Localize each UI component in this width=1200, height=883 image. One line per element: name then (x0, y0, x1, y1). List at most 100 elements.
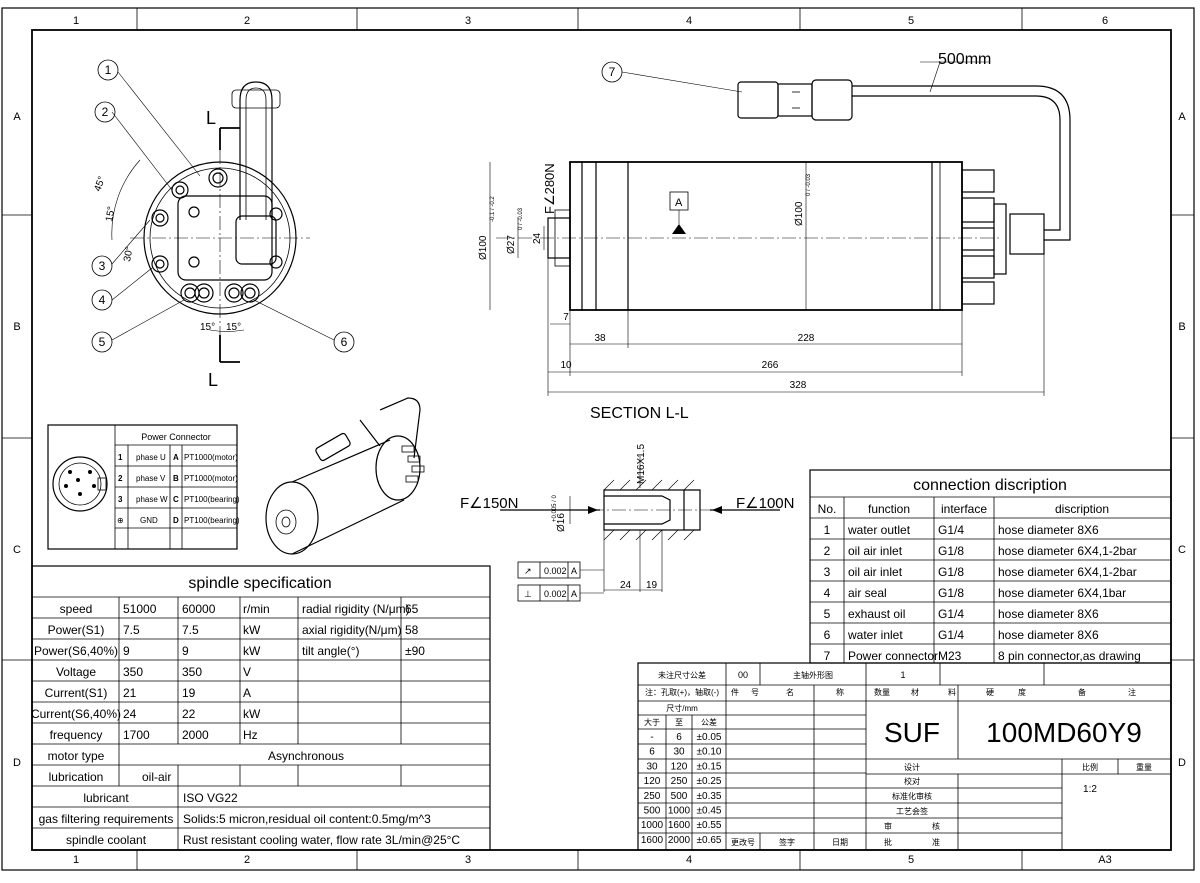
zone-col-2-bottom: 2 (244, 854, 250, 866)
spec-value-1: 21 (123, 686, 137, 700)
spec-unit: kW (243, 623, 261, 637)
dia-27: Ø27 (506, 235, 517, 254)
untol-value: 00 (738, 670, 748, 680)
spec-value-2: 19 (182, 686, 196, 700)
dia-front: Ø100 (478, 235, 489, 260)
conn-no: 7 (824, 649, 831, 663)
note-label: 注：孔取(+)，轴取(-) (645, 687, 719, 697)
conn-description: hose diameter 6X4,1-2bar (998, 565, 1137, 579)
pc-num-1: 1 (118, 453, 123, 462)
pc-letter-2: B (173, 474, 179, 483)
conn-header-no: No. (818, 502, 837, 516)
tol-value: ±0.15 (697, 761, 722, 772)
pc-sensor-2: PT1000(motor) (184, 474, 238, 483)
spec-label: Power(S1) (48, 623, 105, 637)
spec-unit: kW (243, 707, 261, 721)
conn-no: 3 (824, 565, 831, 579)
conn-description: hose diameter 6X4,1-2bar (998, 544, 1137, 558)
col-number: 号 (751, 688, 759, 697)
tol-2-value: 0.002 (544, 589, 567, 599)
col-name: 名 (786, 687, 794, 697)
zone-row-d-left: D (13, 757, 21, 769)
spec-unit: kW (243, 644, 261, 658)
col-qty: 数量 (874, 687, 890, 697)
conn-description: hose diameter 8X6 (998, 523, 1099, 537)
conn-interface: G1/4 (938, 628, 964, 642)
signature: 签字 (779, 837, 795, 847)
zone-col-3-bottom: 3 (465, 854, 471, 866)
conn-header-description: discription (1055, 502, 1109, 516)
pc-name-2: phase V (136, 474, 166, 483)
tol-to: 30 (673, 747, 685, 758)
scale-value: 1:2 (1083, 784, 1097, 795)
len-266: 266 (762, 360, 779, 371)
spec-label: Current(S1) (45, 686, 108, 700)
lubrication-label: lubrication (49, 770, 104, 784)
coolant-label: spindle coolant (66, 833, 147, 847)
callout-6: 6 (341, 335, 348, 349)
tol-value: ±0.35 (697, 791, 722, 802)
conn-description: 8 pin connector,as drawing (998, 649, 1141, 663)
tol-1-value: 0.002 (544, 566, 567, 576)
untol-label: 未注尺寸公差 (658, 670, 706, 680)
tol-over: 1000 (641, 820, 664, 831)
shaft-len-19: 19 (646, 580, 658, 591)
spec-value-2: 60000 (182, 602, 216, 616)
conn-interface: G1/4 (938, 607, 964, 621)
spec-unit: A (243, 686, 251, 700)
sheet-size: A3 (1098, 854, 1111, 866)
col-material2: 料 (948, 687, 956, 697)
col-name2: 称 (836, 687, 844, 697)
tol-over: 1600 (641, 835, 664, 846)
pc-sensor-4: PT100(bearing) (184, 516, 240, 525)
power-connector-title: Power Connector (141, 432, 211, 442)
zone-row-b-right: B (1178, 321, 1185, 333)
zone-col-1-bottom: 1 (73, 854, 79, 866)
standard: 标准化审核 (892, 791, 932, 801)
approve: 批 (884, 837, 892, 847)
shaft-len-24: 24 (620, 580, 632, 591)
callout-1: 1 (105, 63, 112, 77)
spec-table-grid (31, 565, 491, 851)
spec-value-2: 7.5 (182, 623, 199, 637)
spec-value-2: 350 (182, 665, 202, 679)
callout-2: 2 (102, 105, 109, 119)
dia-body: Ø100 (794, 201, 805, 226)
zone-col-5-bottom: 5 (908, 854, 914, 866)
weight-label: 重量 (1136, 762, 1152, 772)
spec-label: Voltage (56, 665, 96, 679)
tol-to: 2000 (668, 835, 691, 846)
tol-to: 1000 (668, 806, 691, 817)
spec-value-3: 58 (405, 623, 419, 637)
motor-type-label: motor type (48, 749, 105, 763)
zone-row-b-left: B (13, 321, 20, 333)
zone-row-c-right: C (1178, 544, 1186, 556)
conn-function: water inlet (847, 628, 903, 642)
spec-unit: r/min (243, 602, 270, 616)
lubricant-label: lubricant (83, 791, 129, 805)
review: 审 (884, 821, 892, 831)
callout-3: 3 (99, 259, 106, 273)
conn-function: exhaust oil (848, 607, 905, 621)
conn-function: water outlet (847, 523, 911, 537)
conn-no: 6 (824, 628, 831, 642)
conn-no: 2 (824, 544, 831, 558)
size-label: 尺寸/mm (666, 703, 698, 713)
tol-head-tol: 公差 (701, 717, 717, 727)
zone-row-d-right: D (1178, 757, 1186, 769)
zone-col-6-top: 6 (1102, 15, 1108, 27)
zone-col-3-top: 3 (465, 15, 471, 27)
section-view (489, 61, 1071, 396)
pc-num-4: ⊕ (117, 516, 124, 525)
spec-value-1: 350 (123, 665, 143, 679)
spec-label-2: tilt angle(°) (302, 644, 360, 658)
conn-interface: G1/8 (938, 586, 964, 600)
section-title: SECTION L-L (590, 405, 689, 422)
lubrication-value: oil-air (142, 770, 171, 784)
conn-header-function: function (868, 502, 910, 516)
date: 日期 (832, 838, 848, 847)
dia-body-tol: 0 / -0.03 (806, 173, 812, 196)
